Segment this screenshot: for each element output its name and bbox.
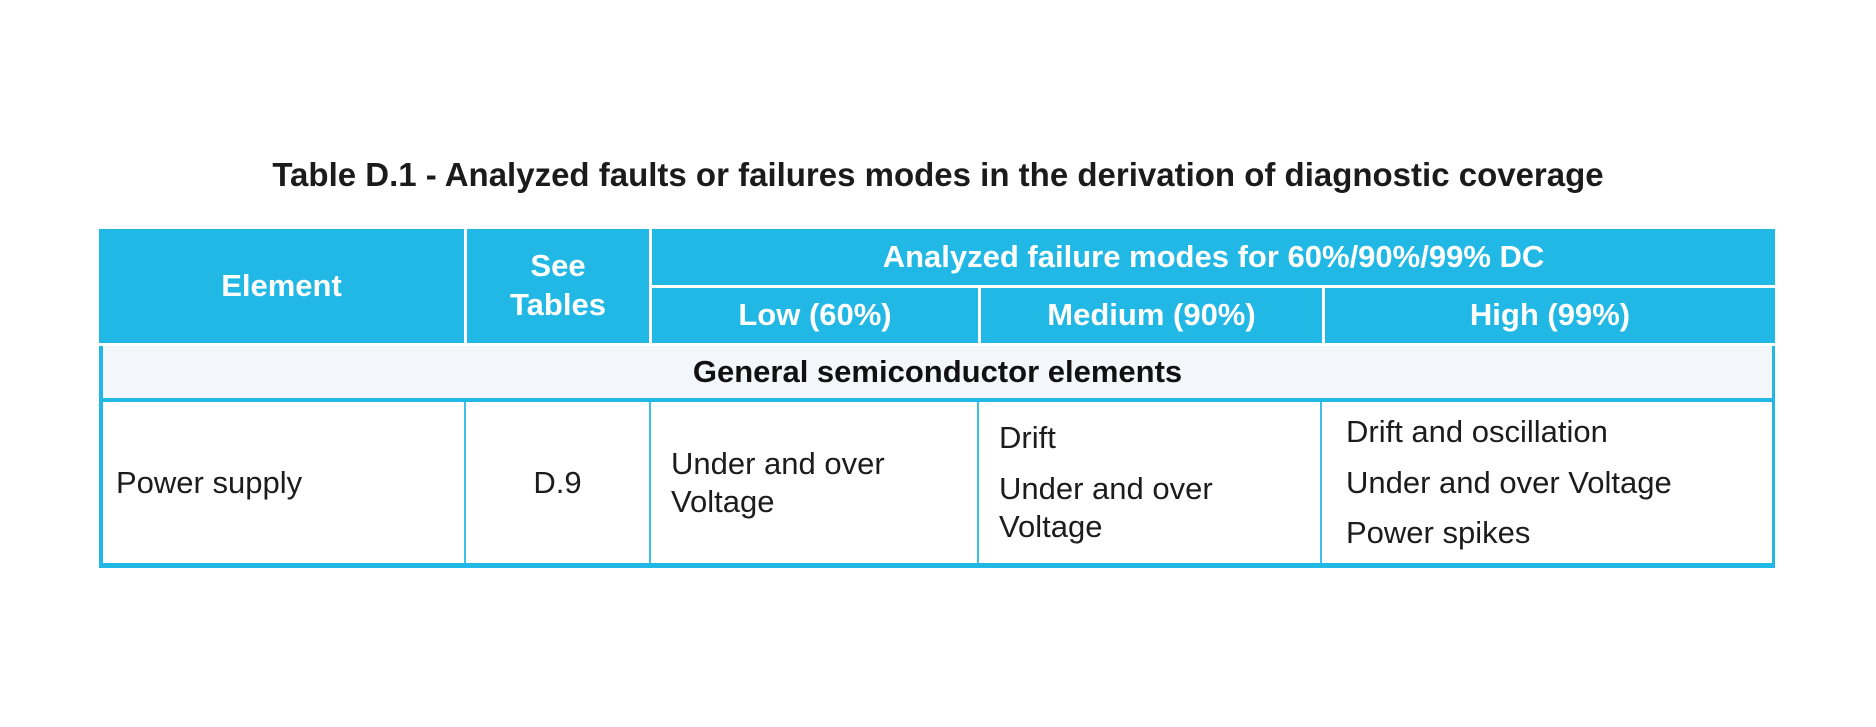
column-group-header-analyzed-failure-modes: Analyzed failure modes for 60%/90%/99% D… [652, 229, 1775, 285]
cell-high-text-2: Under and over Voltage [1346, 464, 1672, 500]
cell-medium-text-2: Under and over Voltage [999, 471, 1213, 544]
diagnostic-coverage-table: Element See Tables Analyzed failure mode… [99, 229, 1775, 568]
cell-element: Power supply [103, 402, 466, 563]
cell-high-text-1: Drift and oscillation [1346, 413, 1608, 449]
cell-see-tables: D.9 [466, 402, 651, 563]
cell-low-failure-modes: Under and over Voltage [651, 402, 979, 563]
cell-see-tables-text: D.9 [533, 464, 582, 500]
column-header-see-tables: See Tables [467, 229, 649, 343]
cell-low-text: Under and over Voltage [671, 445, 885, 519]
cell-high-text-3: Power spikes [1346, 515, 1531, 551]
table-row-power-supply: Power supply D.9 Under and over Voltage … [99, 402, 1775, 568]
section-row-label: General semiconductor elements [692, 354, 1183, 389]
cell-medium-failure-modes: Drift Under and over Voltage [979, 402, 1322, 563]
column-header-low: Low (60%) [652, 288, 978, 343]
column-header-element: Element [99, 229, 464, 343]
column-header-high: High (99%) [1325, 288, 1775, 343]
cell-medium-text-1: Drift [999, 420, 1056, 456]
column-header-see-tables-label: See Tables [510, 248, 606, 322]
table-header: Element See Tables Analyzed failure mode… [99, 229, 1775, 343]
column-header-medium: Medium (90%) [981, 288, 1322, 343]
cell-high-failure-modes: Drift and oscillation Under and over Vol… [1322, 402, 1772, 563]
cell-element-text: Power supply [116, 464, 303, 500]
section-row-general-semiconductor-elements: General semiconductor elements [99, 346, 1775, 402]
table-caption: Table D.1 - Analyzed faults or failures … [272, 156, 1604, 193]
